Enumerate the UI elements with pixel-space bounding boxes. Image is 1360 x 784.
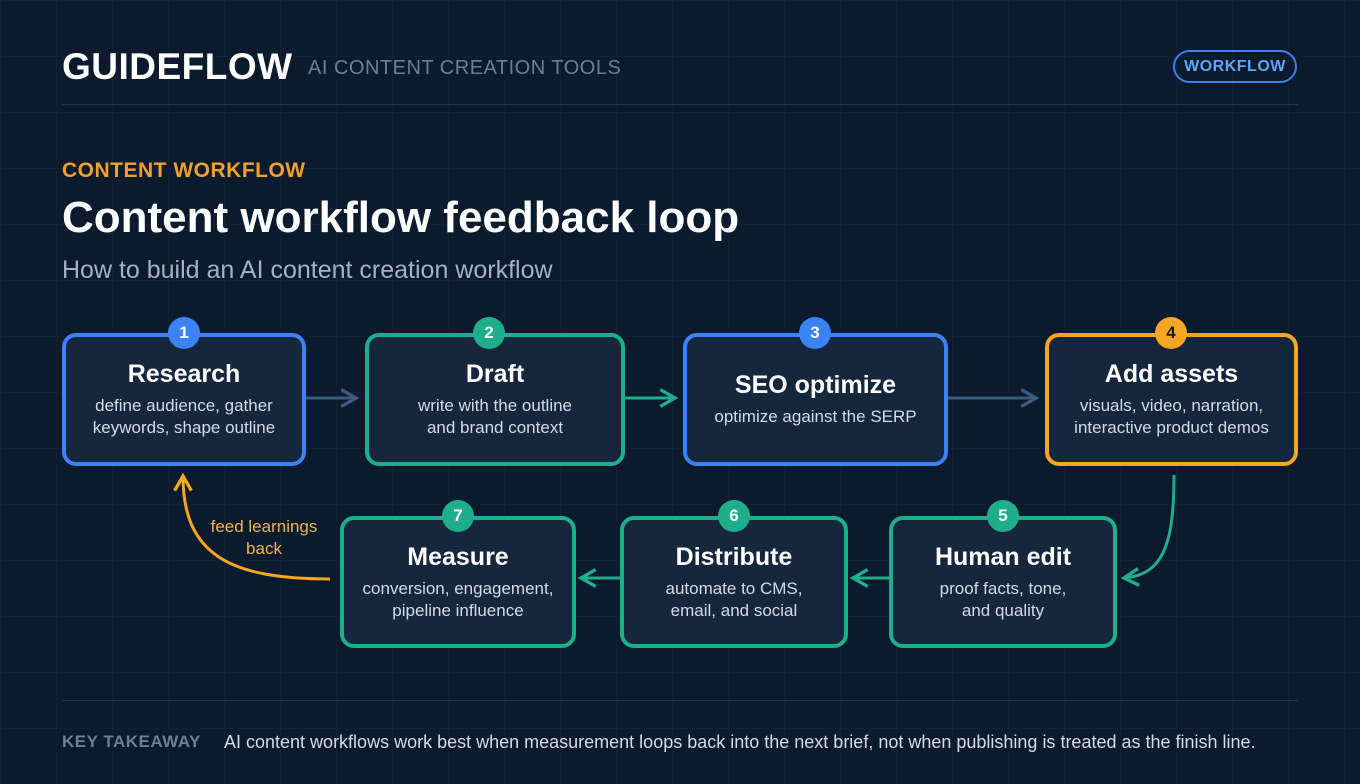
- takeaway-text: AI content workflows work best when meas…: [224, 732, 1256, 752]
- arrow-assets-to-edit: [1120, 474, 1176, 587]
- step-title: Distribute: [675, 542, 793, 571]
- step-description-line: keywords, shape outline: [92, 418, 276, 437]
- step-title: SEO optimize: [734, 371, 897, 399]
- step-number-badge: 3: [799, 317, 831, 349]
- feedback-loop-label-line: back: [246, 539, 282, 558]
- page-title: Content workflow feedback loop: [62, 193, 740, 242]
- feedback-loop-label: feed learnings back: [200, 516, 328, 560]
- step-description: write with the outline and brand context: [418, 395, 572, 439]
- arrow-feedback-loop: [173, 472, 331, 581]
- step-title: Research: [127, 360, 241, 388]
- step-distribute-card: Distribute automate to CMS, email, and s…: [620, 516, 848, 648]
- brand-subtitle: AI CONTENT CREATION TOOLS: [308, 57, 622, 79]
- feedback-loop-label-line: feed learnings: [210, 517, 318, 536]
- step-description: automate to CMS, email, and social: [665, 578, 802, 622]
- workflow-badge: WORKFLOW: [1173, 50, 1297, 83]
- step-description: optimize against the SERP: [714, 406, 916, 428]
- takeaway-label: KEY TAKEAWAY: [62, 732, 201, 751]
- step-human-edit-card: Human edit proof facts, tone, and qualit…: [889, 516, 1117, 648]
- page-subtitle: How to build an AI content creation work…: [62, 256, 553, 284]
- step-description-line: automate to CMS,: [665, 578, 803, 598]
- step-seo-card: SEO optimize optimize against the SERP: [683, 333, 948, 466]
- header-divider: [62, 104, 1298, 105]
- step-description-line: email, and social: [670, 600, 798, 620]
- step-description-line: and quality: [961, 600, 1045, 620]
- step-description-line: and brand context: [426, 418, 564, 437]
- step-number-badge: 2: [473, 317, 505, 349]
- step-number-badge: 6: [718, 500, 750, 532]
- step-description-line: visuals, video, narration,: [1079, 396, 1264, 415]
- step-number-badge: 7: [442, 500, 474, 532]
- step-description-line: interactive product demos: [1074, 418, 1269, 437]
- step-number-badge: 4: [1155, 317, 1187, 349]
- step-description: define audience, gather keywords, shape …: [93, 395, 275, 439]
- footer-divider: [62, 700, 1298, 701]
- step-draft-card: Draft write with the outline and brand c…: [365, 333, 625, 466]
- step-description-line: write with the outline: [417, 396, 573, 415]
- step-assets-card: Add assets visuals, video, narration, in…: [1045, 333, 1298, 466]
- step-title: Add assets: [1104, 360, 1239, 388]
- step-description-line: pipeline influence: [392, 600, 524, 620]
- step-title: Human edit: [934, 542, 1072, 571]
- step-research-card: Research define audience, gather keyword…: [62, 333, 306, 466]
- section-eyebrow: CONTENT WORKFLOW: [62, 159, 306, 182]
- step-description-line: conversion, engagement,: [362, 578, 554, 598]
- step-number-badge: 1: [168, 317, 200, 349]
- step-description-line: define audience, gather: [95, 396, 273, 415]
- step-description: conversion, engagement, pipeline influen…: [363, 578, 554, 622]
- step-description: visuals, video, narration, interactive p…: [1074, 395, 1269, 439]
- step-description-line: optimize against the SERP: [714, 407, 917, 426]
- step-title: Draft: [465, 360, 525, 388]
- step-number-badge: 5: [987, 500, 1019, 532]
- step-measure-card: Measure conversion, engagement, pipeline…: [340, 516, 576, 648]
- step-description: proof facts, tone, and quality: [940, 578, 1067, 622]
- brand-logo: GUIDEFLOW: [62, 46, 293, 87]
- step-title: Measure: [407, 542, 509, 571]
- step-description-line: proof facts, tone,: [939, 578, 1067, 598]
